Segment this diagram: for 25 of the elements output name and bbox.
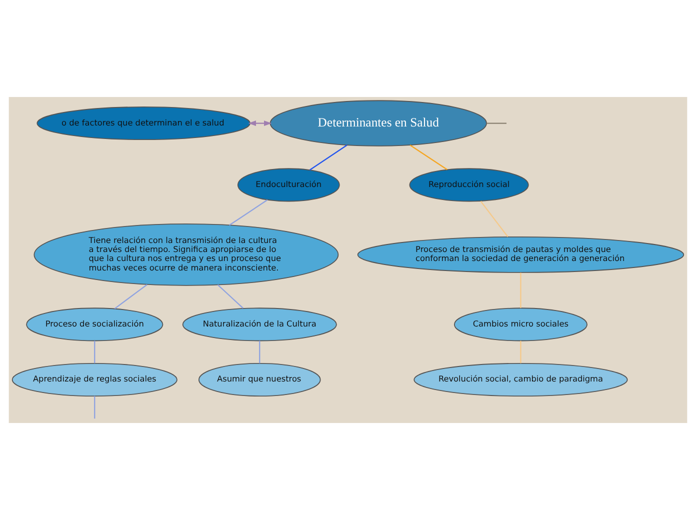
node-ellipse: Proceso de transmisión de pautas y moldes que conforman la sociedad de generación a generación	[357, 236, 684, 273]
connector	[94, 396, 96, 419]
connector	[520, 272, 522, 308]
connector	[229, 199, 268, 226]
connector	[217, 284, 244, 309]
node-ellipse: Cambios micro sociales	[454, 308, 588, 342]
node-ellipse: Determinantes en Salud	[270, 100, 487, 146]
node-ellipse: Reproducción social	[409, 168, 529, 202]
connector	[480, 200, 508, 238]
connector	[486, 122, 506, 124]
node-ellipse: Tiene relación con la transmisión de la cultura a través del tiempo. Significa apropiarse de lo que la cultura nos entrega y es un proceso que muchas veces ocurre de manera inconsciente.	[34, 224, 339, 286]
node-ellipse: Naturalización de la Cultura	[182, 308, 337, 342]
connector	[410, 144, 448, 170]
connector	[520, 340, 522, 364]
node-ellipse: Proceso de socialización	[26, 308, 164, 342]
node-ellipse: Asumir que nuestros	[198, 362, 321, 396]
node-ellipse: Revolución social, cambio de paradigma	[414, 362, 628, 396]
node-ellipse: Aprendizaje de reglas sociales	[12, 362, 178, 396]
connector	[309, 144, 348, 170]
node-ellipse: o de factores que determinan el e salud	[36, 106, 250, 140]
node-ellipse: Endoculturación	[237, 168, 340, 202]
connector	[114, 284, 148, 310]
connector	[94, 340, 96, 364]
connector	[259, 340, 260, 364]
arrow	[248, 120, 272, 126]
